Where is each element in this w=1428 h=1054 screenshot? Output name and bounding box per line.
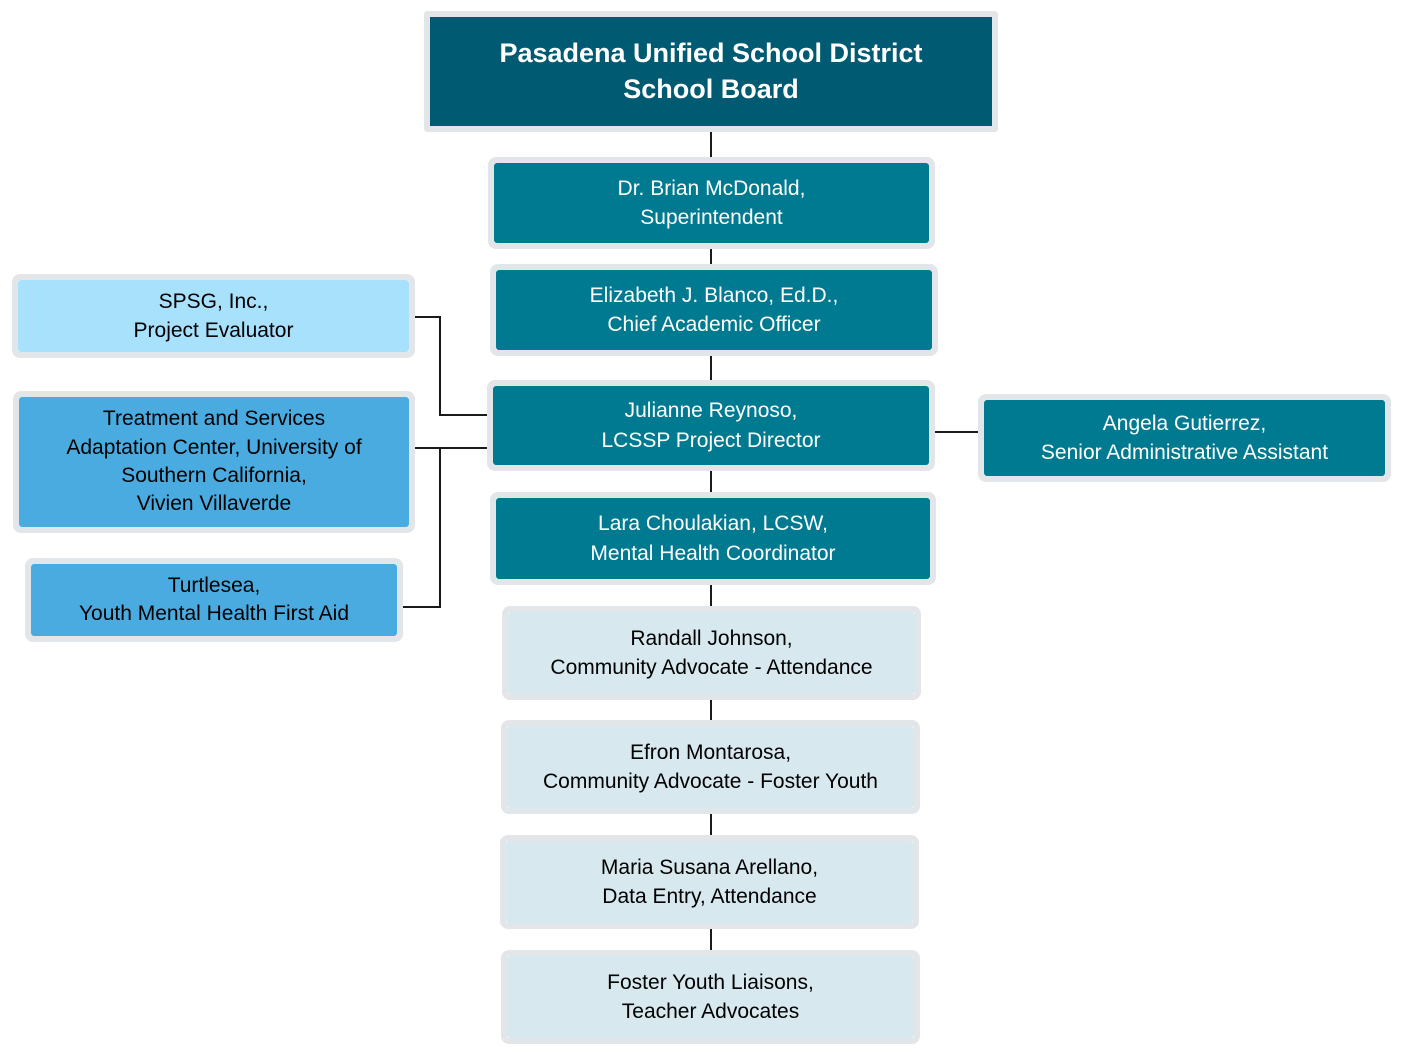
maria-title: Data Entry, Attendance (602, 885, 817, 908)
school-board-line-1: Pasadena Unified School District (499, 38, 923, 69)
connector-spsg-vertical (439, 316, 441, 416)
spsg-name: SPSG, Inc., (158, 289, 269, 313)
node-randall-johnson: Randall Johnson, Community Advocate - At… (502, 606, 921, 700)
superintendent-title: Superintendent (640, 206, 783, 229)
connector-director-coordinator (710, 470, 712, 493)
turtlesea-name: Turtlesea, (167, 573, 261, 597)
connector-turtlesea-horizontal (402, 606, 441, 608)
connector-maria-liaisons (710, 928, 712, 951)
connector-cao-director (710, 355, 712, 382)
connector-efron-maria (710, 813, 712, 836)
node-spsg: SPSG, Inc., Project Evaluator (12, 274, 415, 358)
node-turtlesea: Turtlesea, Youth Mental Health First Aid (25, 558, 403, 642)
maria-name: Maria Susana Arellano, (600, 855, 819, 879)
coordinator-title: Mental Health Coordinator (590, 541, 836, 565)
liaisons-line-2: Teacher Advocates (621, 1000, 800, 1023)
node-project-director: Julianne Reynoso, LCSSP Project Director (487, 380, 935, 471)
liaisons-line-1: Foster Youth Liaisons, (607, 970, 814, 994)
node-maria-arellano: Maria Susana Arellano, Data Entry, Atten… (500, 835, 919, 929)
usc-line-1: Treatment and Services (102, 407, 326, 431)
node-efron-montarosa: Efron Montarosa, Community Advocate - Fo… (501, 720, 920, 814)
node-school-board: Pasadena Unified School District School … (424, 11, 998, 132)
connector-director-angela (934, 431, 979, 433)
director-title: LCSSP Project Director (601, 428, 821, 452)
node-angela-gutierrez: Angela Gutierrez, Senior Administrative … (978, 394, 1391, 482)
randall-name: Randall Johnson, (630, 626, 793, 650)
school-board-line-2: School Board (623, 73, 799, 104)
angela-name: Angela Gutierrez, (1102, 411, 1267, 435)
node-foster-youth-liaisons: Foster Youth Liaisons, Teacher Advocates (501, 950, 920, 1044)
usc-line-3: Southern California, (121, 464, 307, 487)
connector-randall-efron (710, 699, 712, 721)
cao-name: Elizabeth J. Blanco, Ed.D., (589, 283, 839, 307)
connector-superintendent-cao (710, 248, 712, 265)
connector-usc-to-director (414, 447, 489, 449)
efron-name: Efron Montarosa, (629, 740, 792, 764)
node-superintendent: Dr. Brian McDonald, Superintendent (488, 157, 935, 249)
node-chief-academic-officer: Elizabeth J. Blanco, Ed.D., Chief Academ… (490, 264, 938, 356)
director-name: Julianne Reynoso, (624, 399, 798, 423)
superintendent-name: Dr. Brian McDonald, (617, 176, 806, 200)
angela-title: Senior Administrative Assistant (1040, 441, 1329, 464)
connector-coordinator-randall (710, 584, 712, 607)
connector-spsg-horizontal (414, 316, 441, 318)
connector-turtlesea-vertical (439, 447, 441, 608)
cao-title: Chief Academic Officer (607, 313, 821, 336)
spsg-title: Project Evaluator (133, 319, 294, 342)
efron-title: Community Advocate - Foster Youth (542, 770, 878, 793)
node-mental-health-coordinator: Lara Choulakian, LCSW, Mental Health Coo… (490, 492, 936, 585)
connector-spsg-to-director (439, 414, 489, 416)
usc-line-2: Adaptation Center, University of (66, 435, 362, 459)
node-usc-treatment-center: Treatment and Services Adaptation Center… (13, 391, 415, 533)
coordinator-name: Lara Choulakian, LCSW, (598, 512, 828, 536)
connector-board-superintendent (710, 131, 712, 158)
randall-title: Community Advocate - Attendance (550, 656, 873, 679)
usc-line-4: Vivien Villaverde (136, 492, 292, 516)
turtlesea-title: Youth Mental Health First Aid (78, 602, 350, 625)
